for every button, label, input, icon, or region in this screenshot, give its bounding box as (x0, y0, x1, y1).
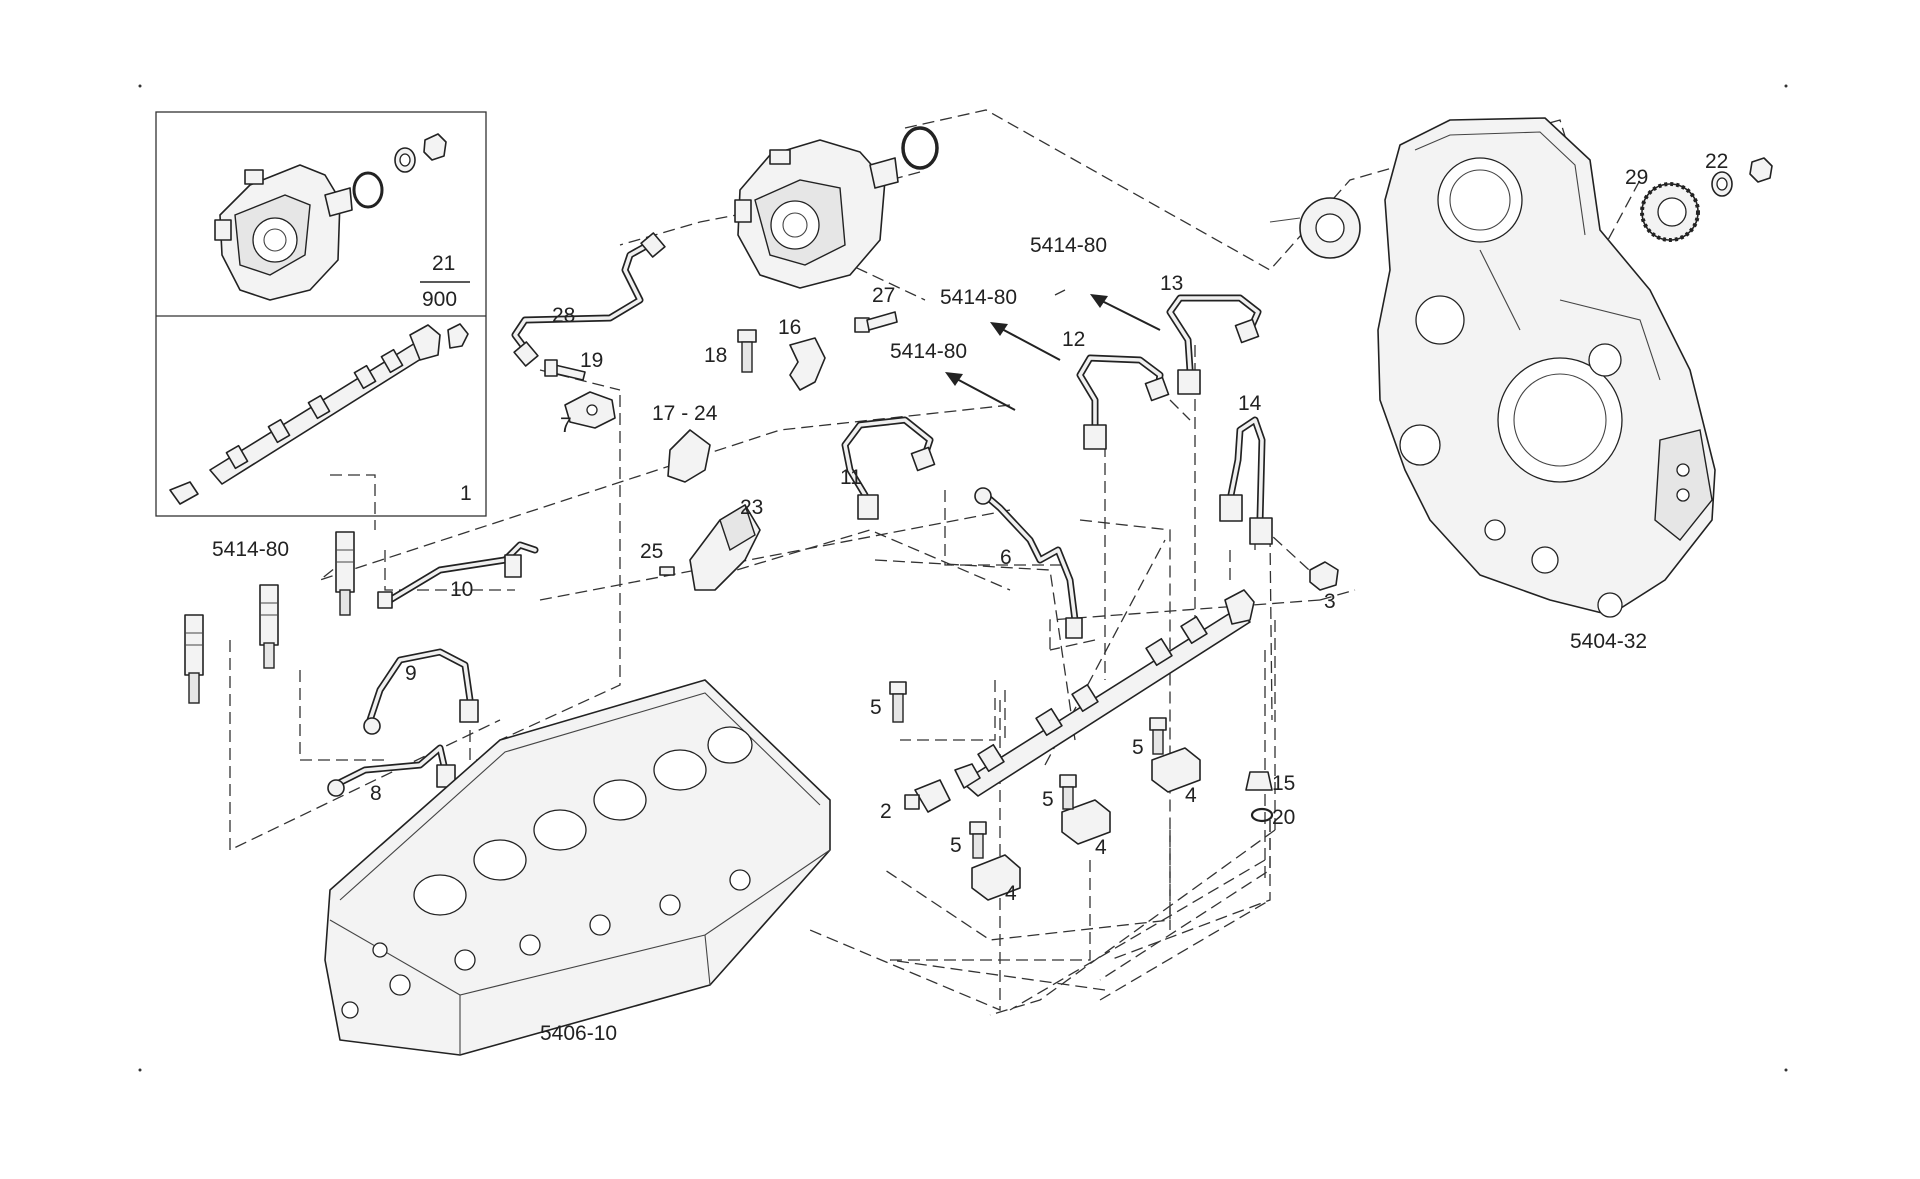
high-pressure-pump (734, 126, 939, 289)
inset-frame (155, 111, 487, 517)
clamp-4-c (1151, 747, 1201, 793)
label-11: 11 (840, 466, 862, 489)
fuel-rail (954, 589, 1255, 797)
label-ref-pipe-b: 5414-80 (940, 286, 1017, 309)
bolt-5-a (889, 681, 907, 723)
clamp-4-b (1061, 799, 1111, 845)
bracket-7 (564, 391, 616, 429)
cylinder-head (324, 679, 831, 1056)
label-19: 19 (580, 349, 603, 372)
pipe-11 (841, 416, 936, 520)
label-21: 21 (432, 252, 455, 275)
label-1: 1 (460, 482, 472, 505)
label-15: 15 (1272, 772, 1295, 795)
bolt-19 (544, 359, 586, 381)
label-5-b: 5 (950, 834, 962, 857)
pipe-12 (1076, 354, 1170, 450)
label-29: 29 (1625, 166, 1648, 189)
clip-16 (789, 337, 826, 391)
fuel-rail-assembly-inset (169, 323, 469, 505)
pipe-9 (363, 648, 479, 735)
label-4-c: 4 (1185, 784, 1197, 807)
timing-cover (1377, 117, 1716, 618)
injector-3 (184, 614, 204, 704)
bolt-27 (854, 311, 898, 333)
pipe-10 (377, 541, 539, 609)
bolt-5-b (969, 821, 987, 859)
bolt-5-d (1149, 717, 1167, 755)
clamp-4-a (971, 854, 1021, 901)
injector-2 (259, 584, 279, 669)
label-4-b: 4 (1095, 836, 1107, 859)
label-ref-pipe-a: 5414-80 (1030, 234, 1107, 257)
pipe-28 (511, 232, 666, 367)
label-7: 7 (560, 414, 572, 437)
callout-arrows (945, 294, 1161, 411)
label-4-a: 4 (1005, 882, 1017, 905)
seal-20 (1250, 807, 1274, 823)
label-14: 14 (1238, 392, 1262, 415)
injector-1 (335, 531, 355, 616)
label-18: 18 (704, 344, 727, 367)
pipe-14 (1219, 416, 1273, 545)
label-2: 2 (880, 800, 892, 823)
label-27: 27 (872, 284, 895, 307)
label-8: 8 (370, 782, 382, 805)
flange-hub (1269, 197, 1361, 259)
label-5-c: 5 (1042, 788, 1054, 811)
bracket-17-24 (667, 429, 711, 483)
label-13: 13 (1160, 272, 1183, 295)
part-labels: 1 2 3 4 4 4 5 5 5 5 6 7 8 9 10 11 12 13 … (212, 150, 1728, 1045)
label-6: 6 (1000, 546, 1012, 569)
plug-3 (1309, 561, 1339, 591)
label-5-a: 5 (870, 696, 882, 719)
cylinder-ports (341, 726, 753, 1019)
label-ref-injector: 5414-80 (212, 538, 289, 561)
fuel-pump-assembly-inset (214, 133, 447, 301)
label-ref-cover: 5404-32 (1570, 630, 1647, 653)
label-3: 3 (1324, 590, 1336, 613)
bolt-5-c (1059, 774, 1077, 810)
pipe-8 (327, 744, 456, 797)
label-10: 10 (450, 578, 473, 601)
bracket-23 (689, 503, 761, 591)
label-25: 25 (640, 540, 663, 563)
valve-15 (1245, 771, 1273, 791)
screw-25 (659, 566, 675, 576)
bolt-18 (737, 329, 757, 373)
label-21-sub: 900 (422, 288, 457, 311)
label-9: 9 (405, 662, 417, 685)
label-ref-head: 5406-10 (540, 1022, 617, 1045)
label-22: 22 (1705, 150, 1728, 173)
pipe-6 (974, 487, 1083, 639)
pipe-13 (1166, 294, 1262, 395)
nut-22 (1749, 157, 1773, 183)
gear-29 (1640, 182, 1700, 242)
label-23: 23 (740, 496, 763, 519)
label-5-d: 5 (1132, 736, 1144, 759)
label-20: 20 (1272, 806, 1295, 829)
label-12: 12 (1062, 328, 1085, 351)
label-17-24: 17 - 24 (652, 402, 718, 425)
corner-marks (138, 84, 1788, 1072)
label-16: 16 (778, 316, 801, 339)
label-28: 28 (552, 304, 575, 327)
sensor-2 (904, 779, 951, 813)
label-ref-pipe-c: 5414-80 (890, 340, 967, 363)
washer-22 (1711, 171, 1733, 197)
